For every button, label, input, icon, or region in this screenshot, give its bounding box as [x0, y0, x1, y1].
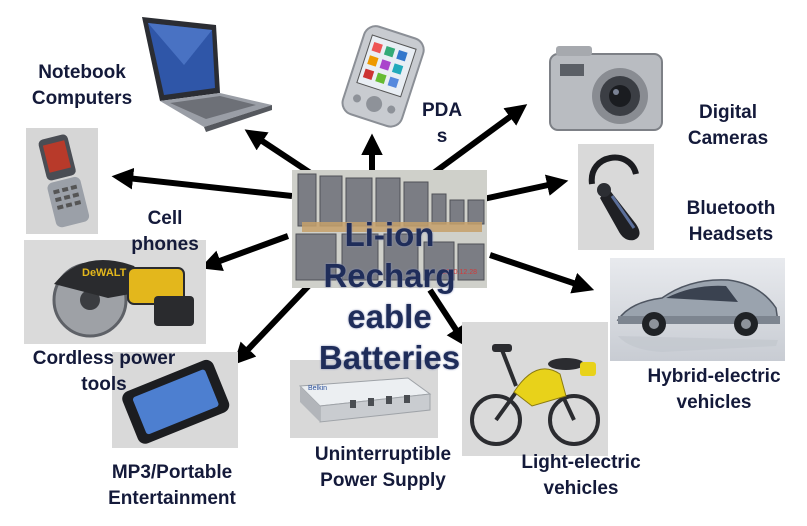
label-line: vehicles — [676, 392, 752, 413]
arrow-to-hybrid — [489, 252, 595, 294]
label-line: Cell — [147, 208, 183, 229]
label-line: Notebook — [38, 62, 126, 83]
arrow-to-tools — [199, 233, 290, 271]
label-line: PDA — [421, 100, 463, 121]
saw-brand-label: DeWALT — [82, 267, 127, 279]
label-line: Uninterruptible — [314, 444, 452, 465]
label-line: Power Supply — [320, 470, 446, 491]
label-line: Light-electric — [521, 452, 641, 473]
label-line: Entertainment — [108, 488, 236, 509]
label-line: MP3/Portable — [111, 462, 233, 483]
electric-bike-image — [462, 322, 608, 456]
center-title: Li-ion Recharg eable Batteries — [292, 214, 487, 378]
arrow-to-cameras — [422, 104, 528, 183]
center-title-line: Recharg — [323, 257, 456, 294]
label-cordless-power-tools: Cordless power tools — [6, 346, 202, 398]
label-line: vehicles — [543, 478, 619, 499]
arrow-to-light — [427, 288, 468, 348]
label-line: phones — [131, 234, 199, 255]
cellphone-image — [26, 128, 98, 234]
label-notebook-computers: Notebook Computers — [10, 60, 154, 112]
center-title-line: Li-ion — [344, 216, 435, 253]
label-digital-cameras: Digital Cameras — [668, 100, 788, 152]
mp3-player-image — [112, 352, 238, 448]
laptop-image — [112, 15, 274, 133]
center-title-line: eable — [347, 298, 432, 335]
pda-image — [330, 25, 440, 129]
label-pdas: PDA s — [404, 98, 480, 150]
label-hybrid-electric-vehicles: Hybrid-electric vehicles — [624, 364, 804, 416]
label-line: Bluetooth — [686, 198, 776, 219]
label-line: Computers — [31, 88, 133, 109]
ups-brand-label: Belkin — [308, 385, 327, 392]
label-cell-phones: Cell phones — [112, 206, 218, 258]
label-line: Cordless power — [32, 348, 176, 369]
label-light-electric-vehicles: Light-electric vehicles — [496, 450, 666, 502]
label-mp3-portable-entertainment: MP3/Portable Entertainment — [88, 460, 256, 512]
hybrid-car-image — [610, 258, 785, 361]
battery-photo: 2010.12.28 — [292, 170, 487, 288]
ups-image: Belkin — [290, 360, 438, 438]
circular-saw-image: DeWALT — [24, 240, 206, 344]
label-bluetooth-headsets: Bluetooth Headsets — [664, 196, 798, 248]
label-line: Headsets — [688, 224, 774, 245]
arrow-to-cellphone — [111, 167, 293, 199]
center-title-line: Batteries — [318, 339, 461, 376]
label-line: tools — [81, 374, 127, 395]
label-line: s — [436, 126, 448, 147]
arrow-to-mp3 — [233, 275, 319, 365]
label-uninterruptible-power-supply: Uninterruptible Power Supply — [290, 442, 476, 494]
photo-timestamp: 2010.12.28 — [442, 269, 477, 276]
label-line: Hybrid-electric — [647, 366, 781, 387]
label-line: Digital — [698, 102, 758, 123]
label-line: Cameras — [687, 128, 769, 149]
bluetooth-headset-image — [578, 144, 654, 250]
camera-image — [546, 42, 666, 136]
